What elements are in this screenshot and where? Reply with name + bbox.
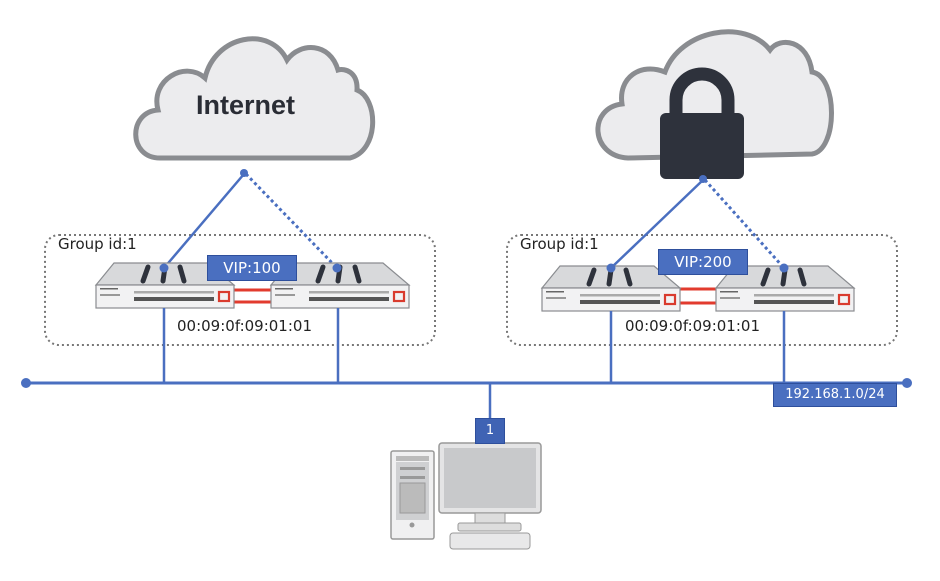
secure-cloud [595, 29, 834, 161]
mac-address-1: 00:09:0f:09:01:01 [177, 317, 312, 335]
port-label: 1 [475, 418, 505, 444]
group-label-1: Group id:1 [58, 235, 137, 253]
client-pc-icon [390, 442, 542, 550]
vip-badge-2: VIP:200 [658, 249, 748, 275]
internet-cloud [133, 36, 376, 161]
uplink-standby-2 [703, 178, 786, 270]
ha-link-2 [675, 287, 717, 305]
group-label-2: Group id:1 [520, 235, 599, 253]
vip-badge-1: VIP:100 [207, 255, 297, 281]
internet-cloud-label: Internet [196, 90, 296, 120]
lock-icon [660, 67, 744, 179]
uplink-active-2 [610, 179, 704, 269]
subnet-label: 192.168.1.0/24 [773, 383, 897, 407]
ha-link-1 [230, 288, 272, 304]
uplink-active-1 [163, 173, 245, 269]
group-box-1 [44, 234, 436, 346]
mac-address-2: 00:09:0f:09:01:01 [625, 317, 760, 335]
uplink-standby-1 [244, 172, 339, 270]
group-box-2 [506, 234, 898, 346]
